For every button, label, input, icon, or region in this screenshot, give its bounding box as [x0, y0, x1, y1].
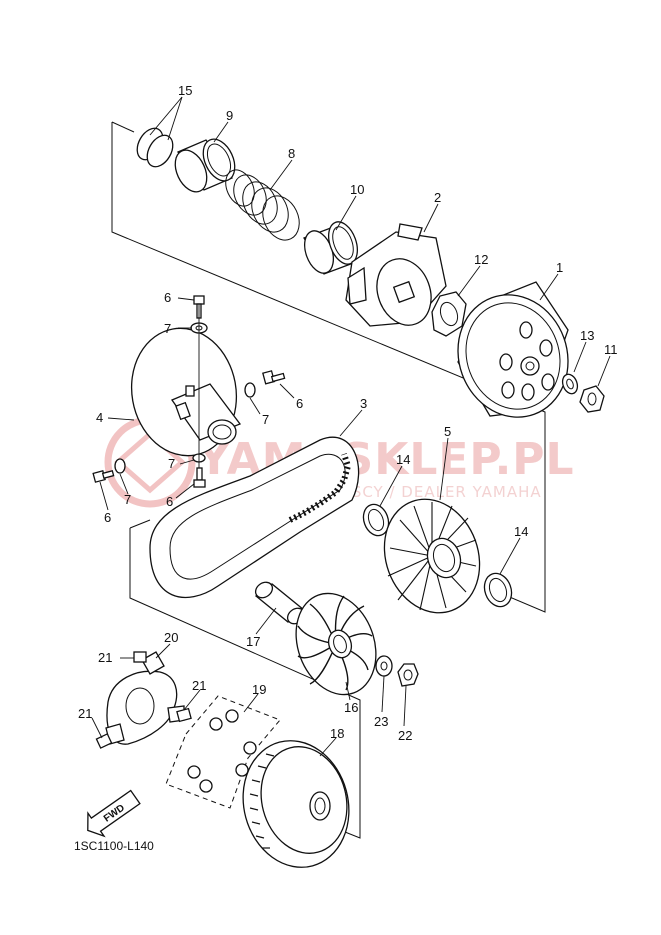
callout-22: 22: [398, 728, 412, 743]
callout-7-top: 7: [164, 321, 171, 336]
part-18-primary-pulley: [242, 740, 350, 868]
callout-7-lower: 7: [168, 456, 175, 471]
part-3-v-belt: [149, 436, 360, 599]
part-9-collar: [174, 138, 236, 193]
part-5-fixed-sheave: [383, 498, 481, 614]
part-21-slider-mid: [176, 707, 192, 723]
callout-14-upper: 14: [396, 452, 410, 467]
part-16-drive-fan: [295, 592, 377, 696]
part-6-screw-lower: [193, 467, 206, 488]
part-13-washer: [561, 373, 579, 395]
callout-19: 19: [252, 682, 266, 697]
callout-15: 15: [178, 83, 192, 98]
part-7-washer-left: [114, 458, 126, 474]
part-6-screw-right: [262, 370, 286, 385]
part-7-washer-right: [244, 382, 256, 398]
callout-labels: 15 9 8 10 2 12 1 13 11 6 7 6 7 4 3 7 6 7…: [78, 83, 618, 743]
callout-10: 10: [350, 182, 364, 197]
callout-5: 5: [444, 424, 451, 439]
part-1-clutch-housing: [457, 281, 569, 418]
callout-14-lower: 14: [514, 524, 528, 539]
callout-8: 8: [288, 146, 295, 161]
part-14-oil-seal-upper: [362, 503, 390, 537]
callout-13: 13: [580, 328, 594, 343]
part-4-sliding-sheave: [130, 327, 242, 457]
part-22-nut: [397, 663, 419, 687]
part-12-nut: [431, 291, 467, 337]
part-21-slider-left: [95, 733, 113, 749]
callout-11: 11: [604, 342, 618, 357]
callout-9: 9: [226, 108, 233, 123]
callout-21-left: 21: [78, 706, 92, 721]
fwd-arrow-icon: FWD: [87, 789, 141, 838]
callout-20: 20: [164, 630, 178, 645]
callout-6-lower: 6: [166, 494, 173, 509]
part-20-cam: [105, 651, 185, 745]
part-23-washer: [375, 655, 393, 677]
callout-18: 18: [330, 726, 344, 741]
part-6-screw-left: [92, 469, 115, 483]
callout-12: 12: [474, 252, 488, 267]
part-19-weight-set: [165, 695, 281, 809]
callout-17: 17: [246, 634, 260, 649]
callout-2: 2: [434, 190, 441, 205]
callout-6-left: 6: [104, 510, 111, 525]
callout-1: 1: [556, 260, 563, 275]
part-8-spring: [225, 169, 300, 241]
callout-21-top: 21: [98, 650, 112, 665]
callout-21-mid: 21: [192, 678, 206, 693]
callout-23: 23: [374, 714, 388, 729]
part-10-sleeve: [303, 221, 358, 275]
callout-7-right: 7: [262, 412, 269, 427]
callout-16: 16: [344, 700, 358, 715]
part-21-slider-top: [133, 651, 147, 663]
frame-lines: [111, 121, 546, 839]
callout-3: 3: [360, 396, 367, 411]
callout-6-top: 6: [164, 290, 171, 305]
part-14-oil-seal-lower: [483, 572, 513, 608]
diagram-code: 1SC1100-L140: [74, 839, 154, 853]
part-15-o-ring: [136, 127, 174, 168]
leader-lines: [91, 96, 611, 757]
part-2-clutch-carrier: [345, 223, 447, 327]
callout-4: 4: [96, 410, 103, 425]
callout-6-right: 6: [296, 396, 303, 411]
part-11-nut: [579, 385, 605, 413]
callout-7-left: 7: [124, 492, 131, 507]
